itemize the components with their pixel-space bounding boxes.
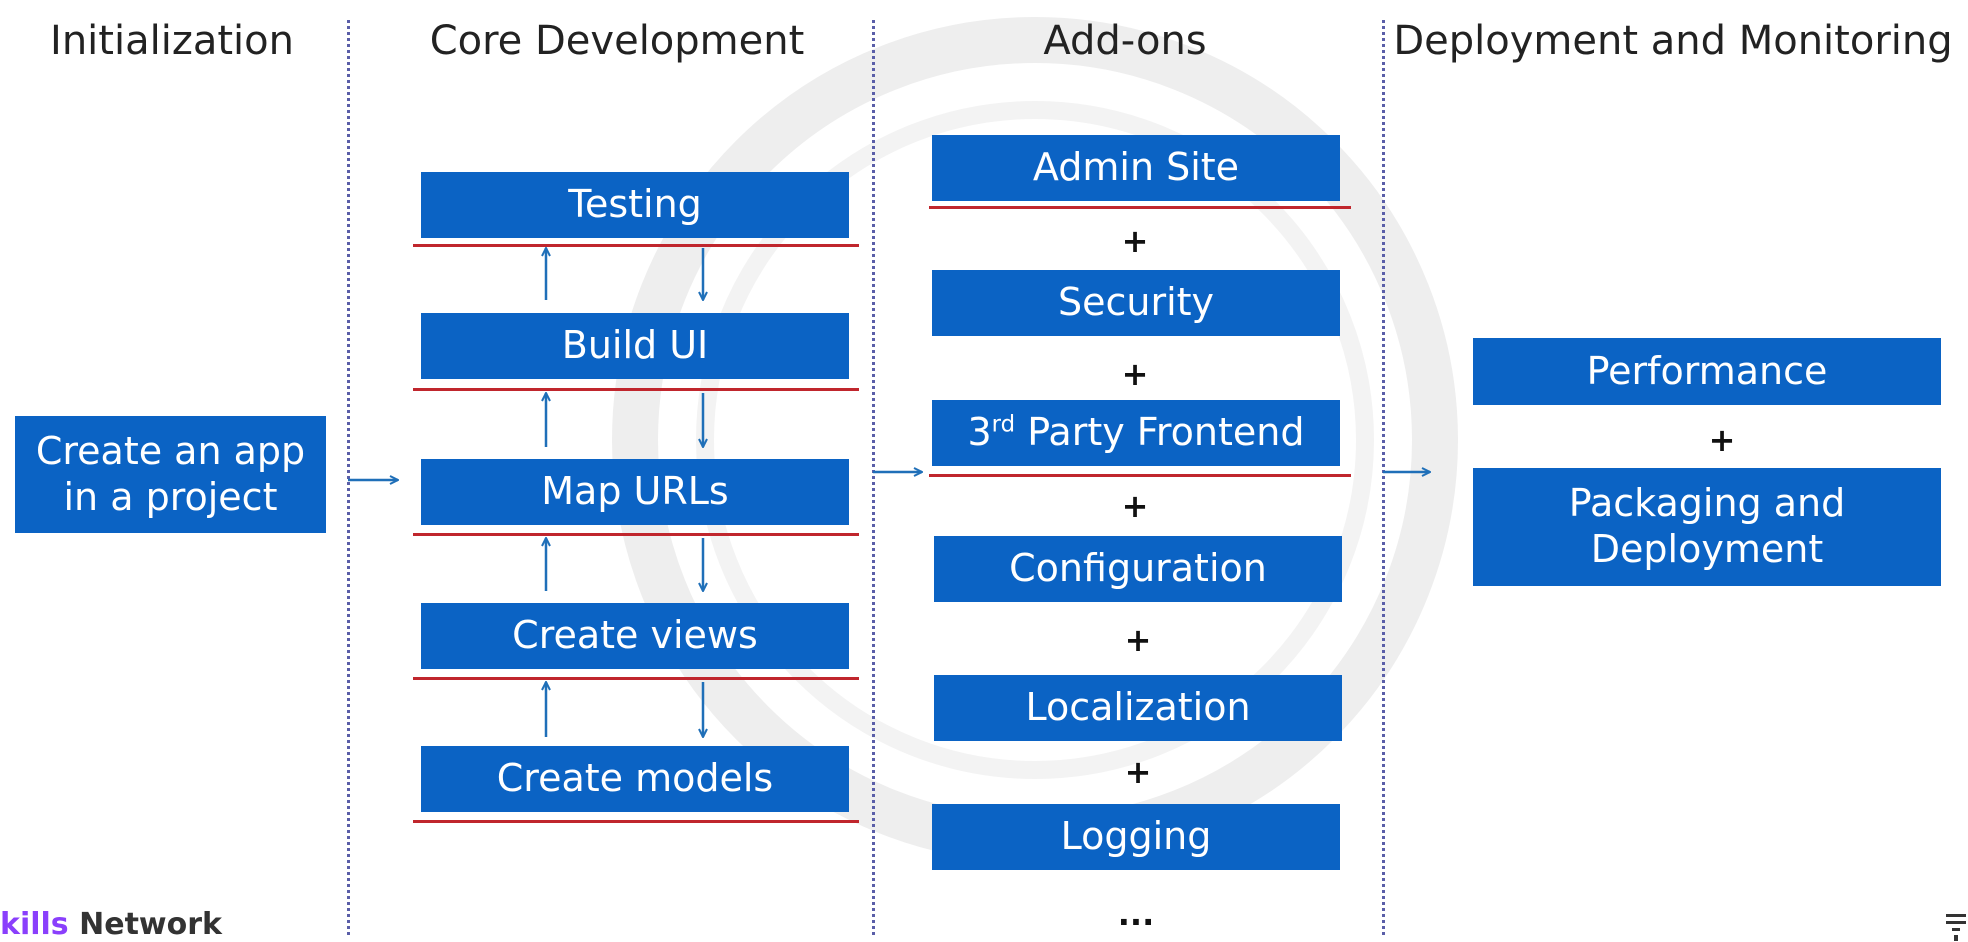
create-app-line1: Create an app bbox=[35, 428, 306, 473]
third-party-prefix: 3 bbox=[967, 410, 992, 455]
logging-label: Logging bbox=[1060, 814, 1212, 859]
logo-part2: Network bbox=[68, 907, 222, 942]
security-label: Security bbox=[1057, 280, 1215, 325]
localization-box: Localization bbox=[934, 675, 1342, 741]
packaging-line1: Packaging and bbox=[1568, 481, 1846, 526]
ellipsis: ... bbox=[1117, 895, 1155, 933]
build-ui-label: Build UI bbox=[561, 323, 709, 368]
third-party-sup: rd bbox=[991, 411, 1016, 438]
testing-box: Testing bbox=[421, 172, 849, 238]
configuration-box: Configuration bbox=[934, 536, 1342, 602]
column-divider bbox=[1382, 20, 1385, 935]
build-ui-box: Build UI bbox=[421, 313, 849, 379]
performance-label: Performance bbox=[1586, 348, 1828, 393]
map-urls-label: Map URLs bbox=[541, 469, 729, 514]
create-views-label: Create views bbox=[512, 613, 758, 658]
third-party-frontend-box: 3rd Party Frontend bbox=[932, 400, 1340, 466]
logging-box: Logging bbox=[932, 804, 1340, 870]
configuration-label: Configuration bbox=[1009, 546, 1267, 591]
menu-icon[interactable] bbox=[1944, 910, 1968, 941]
plus-sign: + bbox=[1124, 621, 1152, 659]
testing-label: Testing bbox=[568, 182, 702, 227]
create-views-box: Create views bbox=[421, 603, 849, 669]
plus-sign: + bbox=[1124, 753, 1152, 791]
column-divider bbox=[872, 20, 875, 935]
map-urls-box: Map URLs bbox=[421, 459, 849, 525]
create-models-box: Create models bbox=[421, 746, 849, 812]
heading-add-ons: Add-ons bbox=[1043, 18, 1207, 64]
separator-line bbox=[929, 474, 1351, 477]
packaging-line2: Deployment bbox=[1590, 527, 1824, 571]
separator-line bbox=[413, 388, 859, 391]
third-party-rest: Party Frontend bbox=[1015, 410, 1305, 455]
separator-line bbox=[413, 820, 859, 823]
logo-part1: kills bbox=[0, 907, 69, 942]
separator-line bbox=[413, 533, 859, 536]
admin-site-box: Admin Site bbox=[932, 135, 1340, 201]
plus-sign: + bbox=[1121, 487, 1149, 525]
create-app-line2: in a project bbox=[63, 474, 278, 519]
separator-line bbox=[413, 677, 859, 680]
performance-box: Performance bbox=[1473, 338, 1941, 405]
localization-label: Localization bbox=[1025, 685, 1251, 730]
plus-sign: + bbox=[1121, 355, 1149, 393]
column-divider bbox=[347, 20, 350, 935]
admin-site-label: Admin Site bbox=[1032, 145, 1240, 190]
brand-logo-text: kills Network bbox=[0, 910, 222, 940]
plus-sign: + bbox=[1121, 222, 1149, 260]
create-models-label: Create models bbox=[496, 756, 774, 801]
separator-line bbox=[929, 206, 1351, 209]
heading-core-development: Core Development bbox=[429, 18, 805, 64]
heading-initialization: Initialization bbox=[50, 18, 294, 64]
security-box: Security bbox=[932, 270, 1340, 336]
separator-line bbox=[413, 244, 859, 247]
heading-deployment-monitoring: Deployment and Monitoring bbox=[1393, 18, 1953, 64]
plus-sign: + bbox=[1708, 421, 1736, 459]
